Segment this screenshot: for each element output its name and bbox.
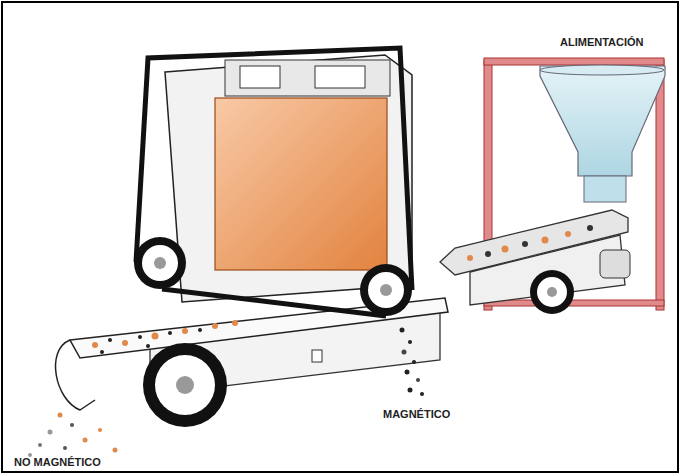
frame-detail — [312, 350, 322, 362]
particle — [70, 423, 74, 427]
magnetic-particles — [400, 328, 425, 397]
particle — [38, 443, 42, 447]
particle — [113, 448, 118, 453]
hopper-rim — [540, 65, 664, 75]
particle — [58, 413, 63, 418]
magnet — [215, 98, 387, 270]
particle — [400, 328, 405, 333]
magnet-housing — [165, 55, 412, 302]
particle — [212, 323, 218, 329]
particle — [152, 333, 159, 340]
magnetic-label: MAGNÉTICO — [383, 408, 450, 421]
wheel — [530, 270, 574, 314]
particle — [408, 340, 412, 344]
drive-detail — [240, 66, 280, 88]
roller — [360, 264, 412, 316]
stand-beam — [484, 58, 664, 65]
stand-beam — [484, 300, 664, 306]
feed-particles — [467, 225, 593, 261]
non-magnetic-particles — [28, 413, 118, 458]
particle — [182, 328, 188, 334]
wheel-axle — [547, 287, 557, 297]
non-magnetic-label: NO MAGNÉTICO — [14, 456, 101, 469]
roller-hub — [368, 272, 404, 308]
particle — [542, 237, 549, 244]
particle — [122, 340, 128, 346]
particle — [402, 350, 407, 355]
hopper — [540, 66, 665, 176]
roller — [134, 237, 186, 289]
particle — [198, 328, 202, 332]
drive-unit — [225, 60, 390, 96]
feed-label: ALIMENTACIÓN — [560, 36, 644, 49]
particle — [92, 342, 98, 348]
roller-axle — [380, 284, 392, 296]
wheel-hub — [155, 355, 215, 415]
particle — [48, 430, 53, 435]
roller-hub — [142, 245, 178, 281]
cross-belt — [162, 289, 386, 316]
particle — [83, 438, 88, 443]
particle — [405, 370, 410, 375]
particle — [467, 255, 473, 261]
particle — [416, 378, 420, 382]
particle — [412, 360, 416, 364]
belt-end — [56, 340, 95, 410]
particle — [108, 338, 112, 342]
roller-axle — [154, 257, 166, 269]
wheel-axle — [176, 376, 194, 394]
wheel-hub — [537, 277, 567, 307]
drive-detail — [315, 66, 365, 88]
wheel — [143, 343, 227, 427]
particle — [502, 246, 509, 253]
particle — [98, 428, 102, 432]
hopper-spout — [584, 176, 626, 202]
particle — [138, 335, 142, 339]
particle — [168, 331, 172, 335]
particle — [565, 231, 571, 237]
particle — [485, 251, 491, 257]
particle — [100, 350, 104, 354]
particle — [146, 344, 150, 348]
particle — [232, 320, 238, 326]
feeder-motor — [600, 250, 630, 278]
particle — [587, 225, 593, 231]
stand-post — [656, 60, 664, 310]
particle — [522, 241, 528, 247]
particle — [63, 446, 67, 450]
particle — [408, 388, 413, 393]
particle — [420, 392, 424, 396]
